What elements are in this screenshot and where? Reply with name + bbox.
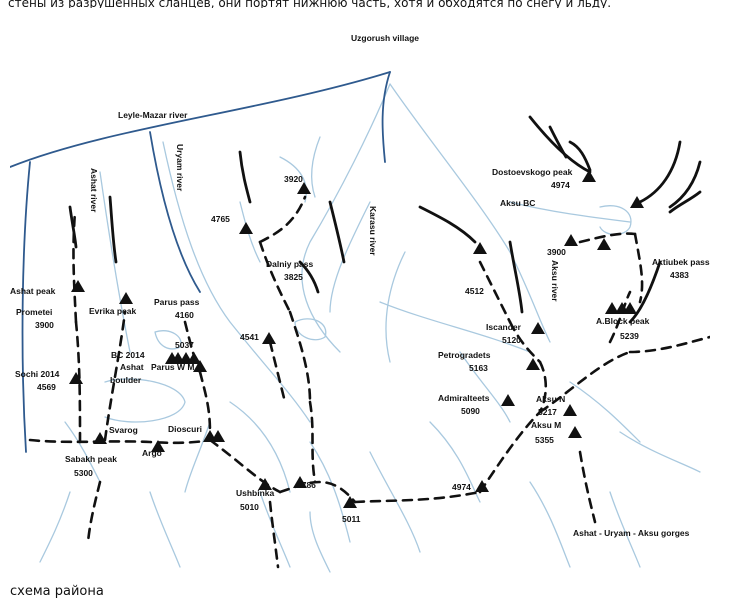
label-sochi-height: 4569 xyxy=(37,382,56,392)
label-ushbinka-height: 5010 xyxy=(240,502,259,512)
label-ashat-boulder-line1: Ashat xyxy=(120,362,144,372)
label-aksu-bc: Aksu BC xyxy=(500,198,535,208)
label-4974-south: 4974 xyxy=(452,482,471,492)
label-4541: 4541 xyxy=(240,332,259,342)
label-aksu-m-height: 5355 xyxy=(535,435,554,445)
label-prometei: Prometei xyxy=(16,307,52,317)
label-dostoevskogo-height: 4974 xyxy=(551,180,570,190)
trails xyxy=(28,195,710,569)
label-parus-pass-height: 4160 xyxy=(175,310,194,320)
label-sabakh-peak: Sabakh peak xyxy=(65,454,117,464)
label-sabakh-height: 5300 xyxy=(74,468,93,478)
label-karasu-river: Karasu river xyxy=(368,206,378,256)
label-aksu-n-height: 5217 xyxy=(538,407,557,417)
label-4765: 4765 xyxy=(211,214,230,224)
rivers xyxy=(39,83,701,573)
label-ushbinka: Ushbinka xyxy=(236,488,275,498)
label-a-block-height: 5239 xyxy=(620,331,639,341)
label-argo: Argo xyxy=(142,448,162,458)
region-map: Uzgorush village Leyle-Mazar river Ashat… xyxy=(10,22,710,578)
label-3920: 3920 xyxy=(284,174,303,184)
ridges xyxy=(68,115,702,324)
label-evrika-peak: Evrika peak xyxy=(89,306,137,316)
label-petrogradets-height: 5163 xyxy=(469,363,488,373)
label-aksu-m: Aksu M xyxy=(531,420,561,430)
label-dostoevskogo-peak: Dostoevskogo peak xyxy=(492,167,573,177)
label-ashat-uryam-aksu-gorges: Ashat - Uryam - Aksu gorges xyxy=(573,528,690,538)
main-rivers xyxy=(10,71,391,453)
label-uzgorush-village: Uzgorush village xyxy=(351,33,419,43)
label-ashat-boulder-line2: boulder xyxy=(110,375,142,385)
label-svarog: Svarog xyxy=(109,425,138,435)
label-parus-wme: Parus W M E xyxy=(151,362,203,372)
label-aksu-river: Aksu river xyxy=(550,260,560,302)
label-aktiubek-pass: Aktiubek pass xyxy=(652,257,710,267)
label-leyle-mazar-river: Leyle-Mazar river xyxy=(118,110,188,120)
label-sochi-2014: Sochi 2014 xyxy=(15,369,60,379)
label-dalniy-pass: Dalniy pass xyxy=(266,259,314,269)
region-map-svg: Uzgorush village Leyle-Mazar river Ashat… xyxy=(10,33,710,573)
top-text-fragment: стены из разрушенных сланцев, они портят… xyxy=(8,0,612,8)
peaks xyxy=(69,170,644,508)
label-3900-east: 3900 xyxy=(547,247,566,257)
label-5011: 5011 xyxy=(342,514,361,524)
label-aktiubek-height: 4383 xyxy=(670,270,689,280)
label-4786: 4786 xyxy=(297,480,316,490)
map-caption: схема района xyxy=(10,584,104,599)
label-5037: 5037 xyxy=(175,340,194,350)
label-4512: 4512 xyxy=(465,286,484,296)
label-admiralteets: Admiralteets xyxy=(438,393,490,403)
label-aksu-n: Aksu N xyxy=(536,394,565,404)
label-iscander-height: 5120 xyxy=(502,335,521,345)
label-a-block-peak: A.Block peak xyxy=(596,316,650,326)
label-parus-pass: Parus pass xyxy=(154,297,200,307)
label-prometei-height: 3900 xyxy=(35,320,54,330)
label-ashat-river: Ashat river xyxy=(89,168,99,213)
label-petrogradets: Petrogradets xyxy=(438,350,491,360)
label-dalniy-height: 3825 xyxy=(284,272,303,282)
label-iscander: Iscander xyxy=(486,322,522,332)
label-dioscuri: Dioscuri xyxy=(168,424,202,434)
map-labels: Uzgorush village Leyle-Mazar river Ashat… xyxy=(10,33,710,538)
label-admiralteets-height: 5090 xyxy=(461,406,480,416)
label-uryam-river: Uryam river xyxy=(175,144,185,192)
label-ashat-peak: Ashat peak xyxy=(10,286,56,296)
label-bc-2014: BC 2014 xyxy=(111,350,145,360)
